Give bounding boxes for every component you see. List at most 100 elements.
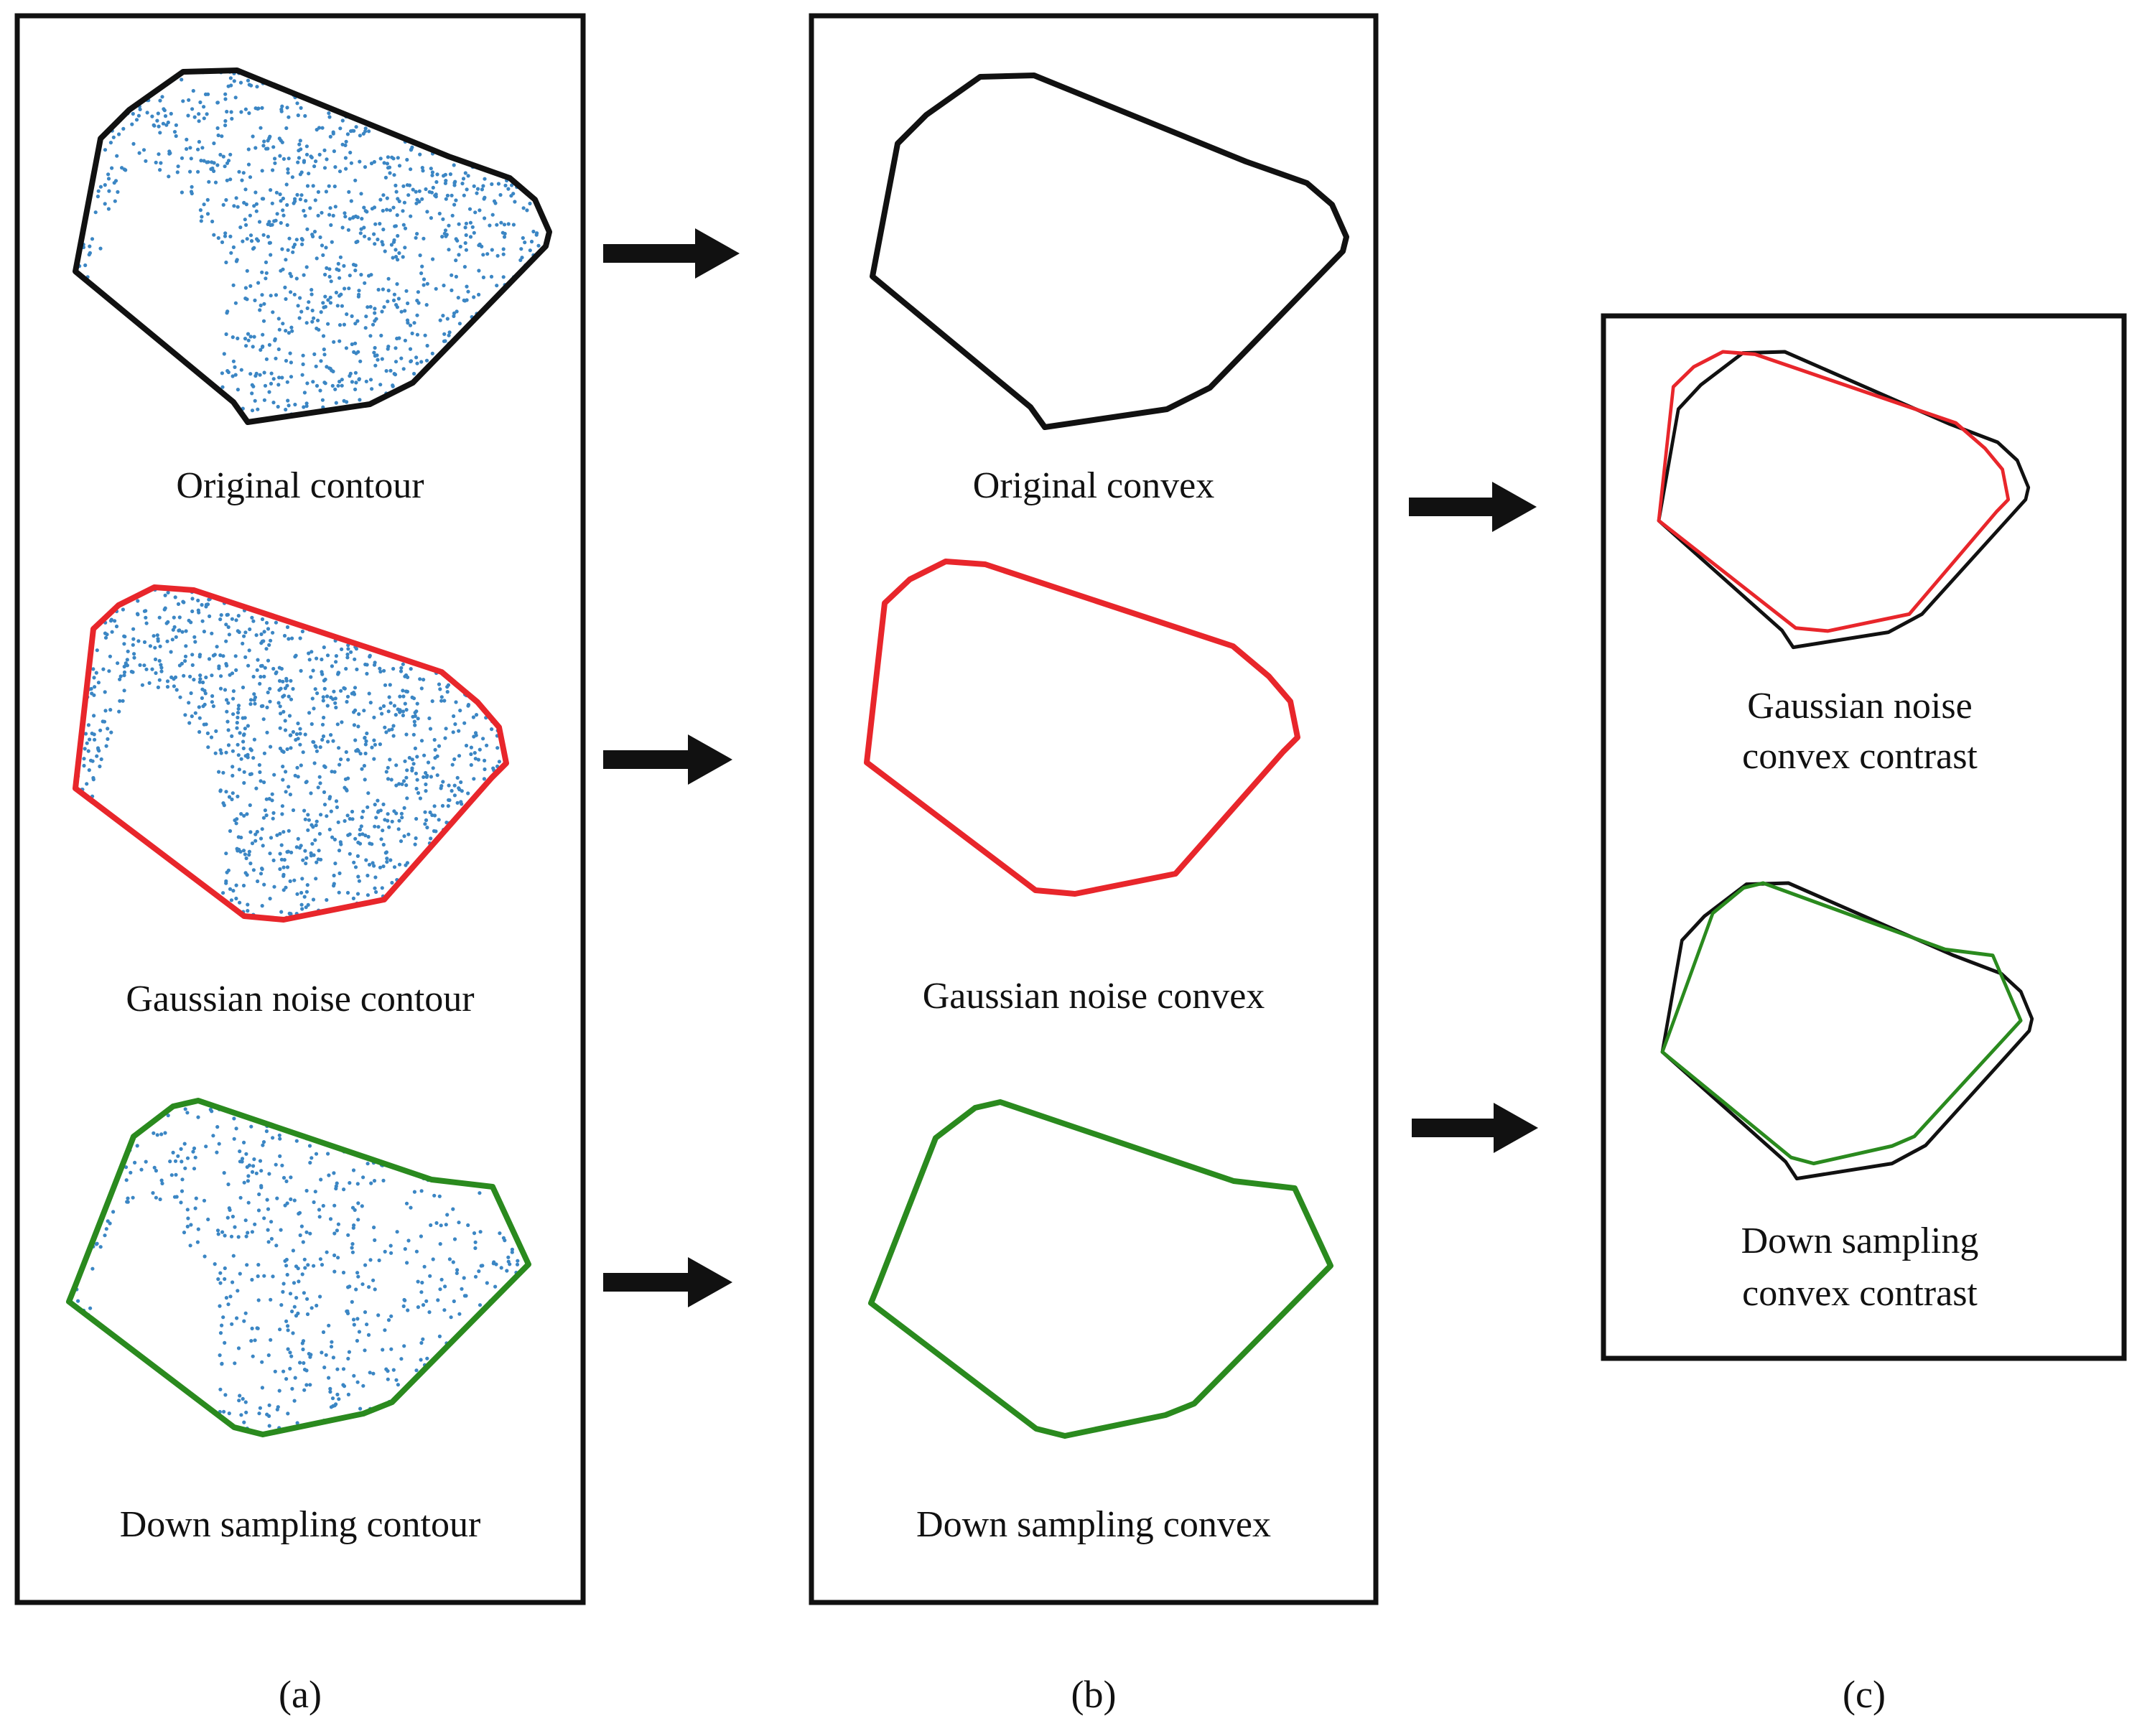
point (248, 175, 253, 179)
point (110, 166, 114, 170)
point (481, 253, 485, 257)
panel-c: Gaussian noise convex contrast Down samp… (1601, 313, 2127, 1361)
point (218, 1281, 223, 1285)
point (227, 633, 231, 637)
point (495, 746, 500, 750)
point (271, 145, 276, 149)
point (376, 358, 380, 362)
point (366, 893, 370, 897)
point (385, 859, 389, 864)
point (303, 849, 307, 853)
point (432, 737, 437, 742)
point (261, 1143, 265, 1147)
point (225, 612, 230, 617)
point (312, 1200, 316, 1205)
point (332, 689, 336, 694)
point (226, 743, 231, 747)
point (198, 208, 202, 213)
point (441, 217, 445, 221)
point (490, 213, 495, 217)
point (246, 909, 250, 913)
point (187, 98, 191, 102)
point (217, 1142, 221, 1146)
point (498, 192, 503, 197)
point (248, 372, 253, 376)
point (314, 1152, 319, 1156)
point (271, 630, 275, 635)
point (278, 154, 282, 158)
point (243, 107, 248, 111)
point (466, 791, 470, 795)
point (376, 1313, 381, 1317)
point (93, 210, 98, 215)
point (233, 818, 237, 823)
point (180, 156, 185, 160)
point (440, 803, 445, 808)
point (303, 113, 307, 118)
point (434, 1221, 439, 1226)
point (277, 688, 281, 692)
point (278, 851, 282, 856)
point (409, 1205, 413, 1210)
point (403, 1247, 407, 1251)
point (396, 297, 401, 301)
point (136, 113, 141, 118)
point (231, 1280, 235, 1284)
point (228, 1208, 232, 1212)
point (386, 299, 390, 304)
point (281, 865, 286, 869)
point (201, 704, 205, 709)
point (308, 1383, 312, 1387)
point (274, 190, 279, 195)
point (308, 206, 312, 210)
point (173, 1159, 178, 1163)
point (358, 752, 363, 756)
point (260, 106, 264, 110)
point (257, 1192, 261, 1197)
point (166, 590, 170, 594)
point (419, 686, 424, 691)
point (238, 1195, 243, 1200)
point (248, 284, 253, 288)
point (388, 757, 392, 762)
point (332, 340, 336, 344)
point (241, 739, 246, 744)
point (242, 1420, 246, 1424)
point (274, 1243, 279, 1248)
point (425, 1356, 429, 1361)
point (309, 722, 314, 727)
point (304, 862, 308, 866)
point (386, 155, 390, 159)
contrast-hull-original (1657, 350, 2031, 650)
point (274, 293, 279, 297)
point (280, 812, 284, 816)
point (258, 1406, 262, 1410)
point (372, 757, 376, 761)
point (226, 728, 231, 732)
point (274, 1162, 278, 1167)
point (478, 1230, 483, 1234)
point (406, 193, 411, 197)
point (381, 208, 385, 213)
point (474, 713, 479, 717)
point (337, 762, 342, 767)
point (353, 686, 358, 690)
point (445, 690, 450, 694)
point (388, 701, 393, 705)
point (241, 849, 246, 853)
point (152, 123, 156, 127)
point (419, 360, 424, 364)
point (386, 1369, 390, 1373)
point (425, 343, 429, 348)
point (296, 737, 300, 741)
point (412, 719, 416, 724)
point (412, 1190, 416, 1194)
point (472, 295, 476, 299)
point (273, 337, 277, 341)
point (430, 813, 434, 817)
point (286, 167, 290, 172)
point (345, 652, 350, 657)
point (299, 1224, 304, 1228)
point (223, 92, 228, 96)
point (332, 1253, 337, 1258)
